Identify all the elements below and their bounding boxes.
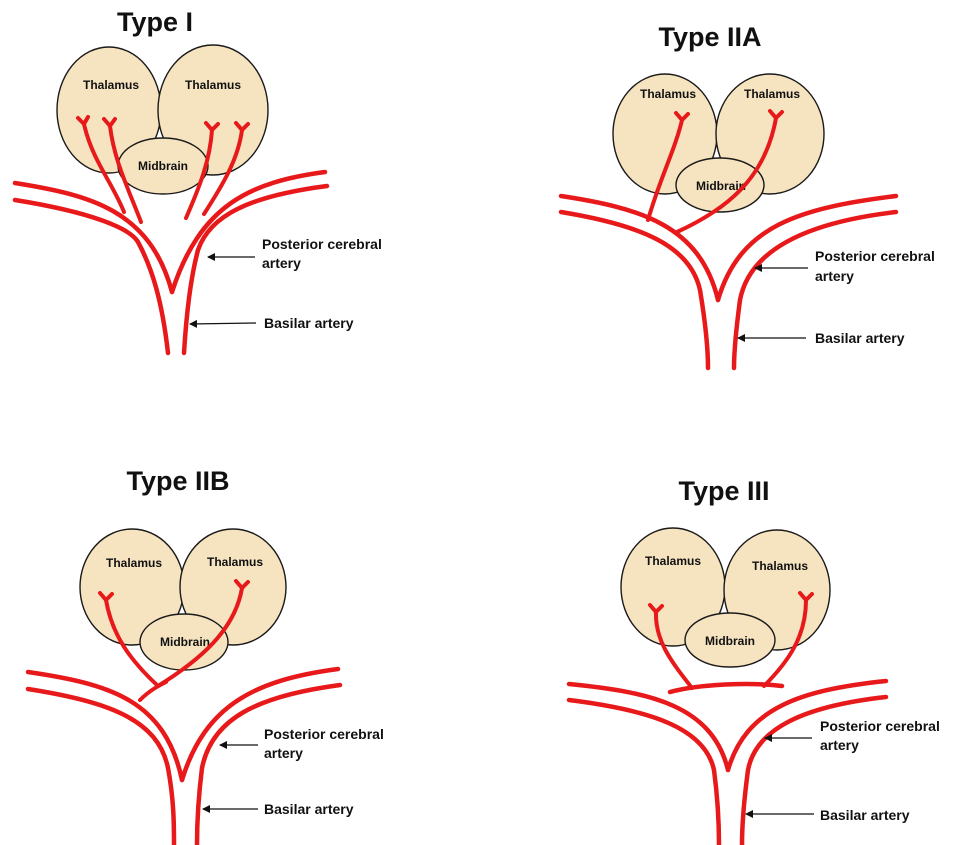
panel-title: Type I: [117, 7, 193, 37]
pca-left-outer: [15, 183, 172, 292]
midbrain-label: Midbrain: [160, 635, 210, 649]
pca-right-outer: [182, 669, 338, 780]
midbrain-label: Midbrain: [705, 634, 755, 648]
thalamus-left-label: Thalamus: [645, 554, 701, 568]
basilar-label: Basilar artery: [820, 807, 910, 823]
thalamus-left-label: Thalamus: [83, 78, 139, 92]
pca-right-inner: [197, 685, 340, 845]
pca-left-outer: [28, 672, 182, 780]
pca-left-inner: [561, 212, 708, 368]
pca-left-inner: [15, 200, 168, 353]
basilar-label: Basilar artery: [264, 801, 354, 817]
basilar-pointer-arrow: [190, 323, 256, 324]
thalamus-left-label: Thalamus: [640, 87, 696, 101]
pca-label-line2: artery: [264, 745, 303, 761]
basilar-label: Basilar artery: [815, 330, 905, 346]
pca-label-line2: artery: [815, 268, 854, 284]
panel-type-2b: Type IIB Thalamus Thalamus Midbrain Post…: [28, 466, 384, 845]
thalamus-right-label: Thalamus: [185, 78, 241, 92]
panel-type-1: Type I Thalamus Thalamus Midbrain Poster…: [15, 7, 382, 353]
panel-title: Type IIA: [658, 22, 761, 52]
pca-left-outer: [569, 684, 728, 770]
pca-label-line2: artery: [262, 255, 301, 271]
midbrain-label: Midbrain: [138, 159, 188, 173]
panel-title: Type IIB: [126, 466, 229, 496]
thalamus-left-label: Thalamus: [106, 556, 162, 570]
thalamus-right-label: Thalamus: [752, 559, 808, 573]
panel-type-3: Type III Thalamus Thalamus Midbrain Post…: [569, 476, 940, 845]
thalamus-right-label: Thalamus: [744, 87, 800, 101]
panel-type-2a: Type IIA Thalamus Thalamus Midbrain Post…: [561, 22, 935, 368]
pca-label-line2: artery: [820, 737, 859, 753]
pca-label-line1: Posterior cerebral: [262, 236, 382, 252]
panel-title: Type III: [678, 476, 769, 506]
pca-label-line1: Posterior cerebral: [264, 726, 384, 742]
basilar-label: Basilar artery: [264, 315, 354, 331]
pca-left-inner: [28, 689, 174, 845]
pca-label-line1: Posterior cerebral: [820, 718, 940, 734]
pca-label-line1: Posterior cerebral: [815, 248, 935, 264]
thalamus-right-label: Thalamus: [207, 555, 263, 569]
pca-left-outer: [561, 196, 718, 300]
